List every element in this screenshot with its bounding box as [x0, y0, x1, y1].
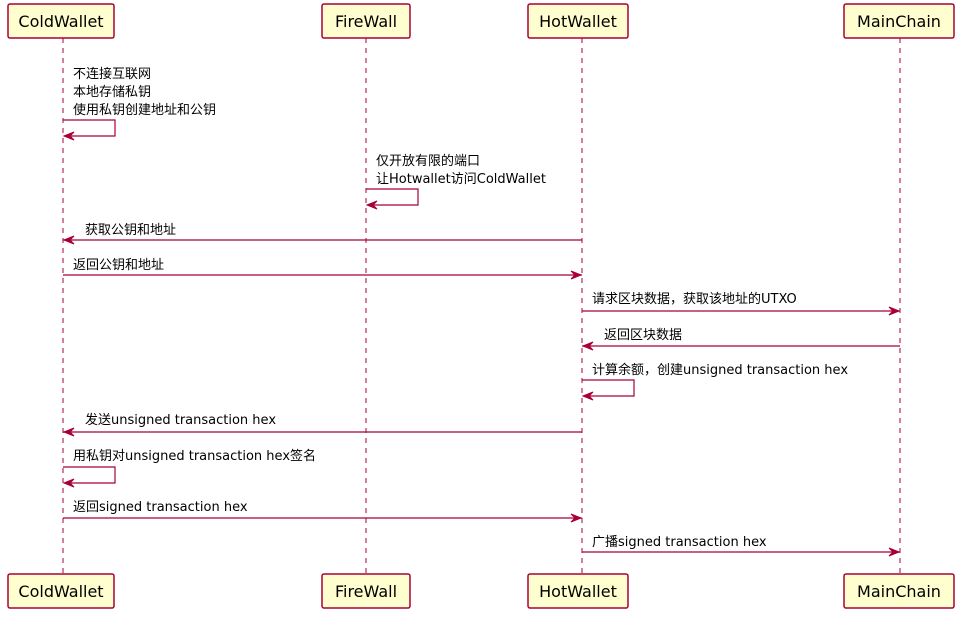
message-label: 本地存储私钥 — [73, 85, 151, 100]
message-label: 返回公钥和地址 — [73, 258, 164, 273]
message-11: 广播signed transaction hex — [582, 535, 901, 557]
message-7: 计算余额，创建unsigned transaction hex — [581, 362, 848, 401]
message-label: 用私钥对unsigned transaction hex签名 — [73, 448, 316, 464]
message-label: 广播signed transaction hex — [592, 535, 767, 550]
message-label: 请求区块数据，获取该地址的UTXO — [592, 291, 797, 307]
arrowhead — [888, 547, 901, 557]
self-message-arrow — [582, 379, 635, 397]
participant-box — [843, 3, 955, 39]
arrowhead — [581, 391, 594, 401]
message-label: 返回signed transaction hex — [73, 500, 248, 515]
message-label: 发送unsigned transaction hex — [85, 412, 276, 428]
message-label: 不连接互联网 — [73, 66, 151, 82]
arrowhead — [570, 513, 583, 523]
participant-hot-top: HotWallet — [527, 3, 629, 39]
participant-cold-top: ColdWallet — [7, 3, 115, 39]
participant-boxes: ColdWalletColdWalletFireWallFireWallHotW… — [7, 3, 955, 609]
message-10: 返回signed transaction hex — [63, 500, 583, 523]
participant-main-bottom: MainChain — [843, 573, 955, 609]
participant-box — [7, 573, 115, 609]
message-label: 获取公钥和地址 — [85, 223, 176, 238]
participant-box — [321, 573, 411, 609]
message-label: 仅开放有限的端口 — [376, 153, 480, 169]
message-label: 返回区块数据 — [604, 328, 682, 343]
message-3: 获取公钥和地址 — [62, 223, 582, 245]
messages: 不连接互联网本地存储私钥使用私钥创建地址和公钥仅开放有限的端口让Hotwalle… — [62, 66, 901, 557]
arrowhead — [365, 200, 378, 210]
message-label: 让Hotwallet访问ColdWallet — [376, 172, 546, 187]
participant-label: ColdWallet — [18, 582, 103, 601]
participant-label: HotWallet — [539, 12, 617, 31]
message-9: 用私钥对unsigned transaction hex签名 — [62, 448, 316, 488]
participant-box — [843, 573, 955, 609]
arrowhead — [62, 478, 75, 488]
arrowhead — [888, 306, 901, 316]
message-8: 发送unsigned transaction hex — [62, 412, 582, 437]
participant-label: FireWall — [335, 12, 397, 31]
arrowhead — [62, 235, 75, 245]
message-label: 计算余额，创建unsigned transaction hex — [592, 362, 848, 378]
participant-hot-bottom: HotWallet — [527, 573, 629, 609]
participant-fire-top: FireWall — [321, 3, 411, 39]
participant-label: ColdWallet — [18, 12, 103, 31]
participant-box — [7, 3, 115, 39]
message-5: 请求区块数据，获取该地址的UTXO — [582, 291, 901, 316]
participant-label: HotWallet — [539, 582, 617, 601]
participant-label: MainChain — [857, 582, 941, 601]
participant-fire-bottom: FireWall — [321, 573, 411, 609]
participant-box — [527, 3, 629, 39]
message-6: 返回区块数据 — [581, 328, 900, 351]
message-4: 返回公钥和地址 — [63, 258, 583, 280]
arrowhead — [62, 131, 75, 141]
participant-cold-bottom: ColdWallet — [7, 573, 115, 609]
participant-main-top: MainChain — [843, 3, 955, 39]
arrowhead — [581, 341, 594, 351]
self-message-arrow — [63, 119, 116, 137]
participant-label: MainChain — [857, 12, 941, 31]
self-message-arrow — [63, 466, 116, 484]
message-label: 使用私钥创建地址和公钥 — [73, 102, 216, 118]
arrowhead — [570, 270, 583, 280]
arrowhead — [62, 427, 75, 437]
participant-box — [527, 573, 629, 609]
self-message-arrow — [366, 188, 419, 206]
participant-box — [321, 3, 411, 39]
participant-label: FireWall — [335, 582, 397, 601]
